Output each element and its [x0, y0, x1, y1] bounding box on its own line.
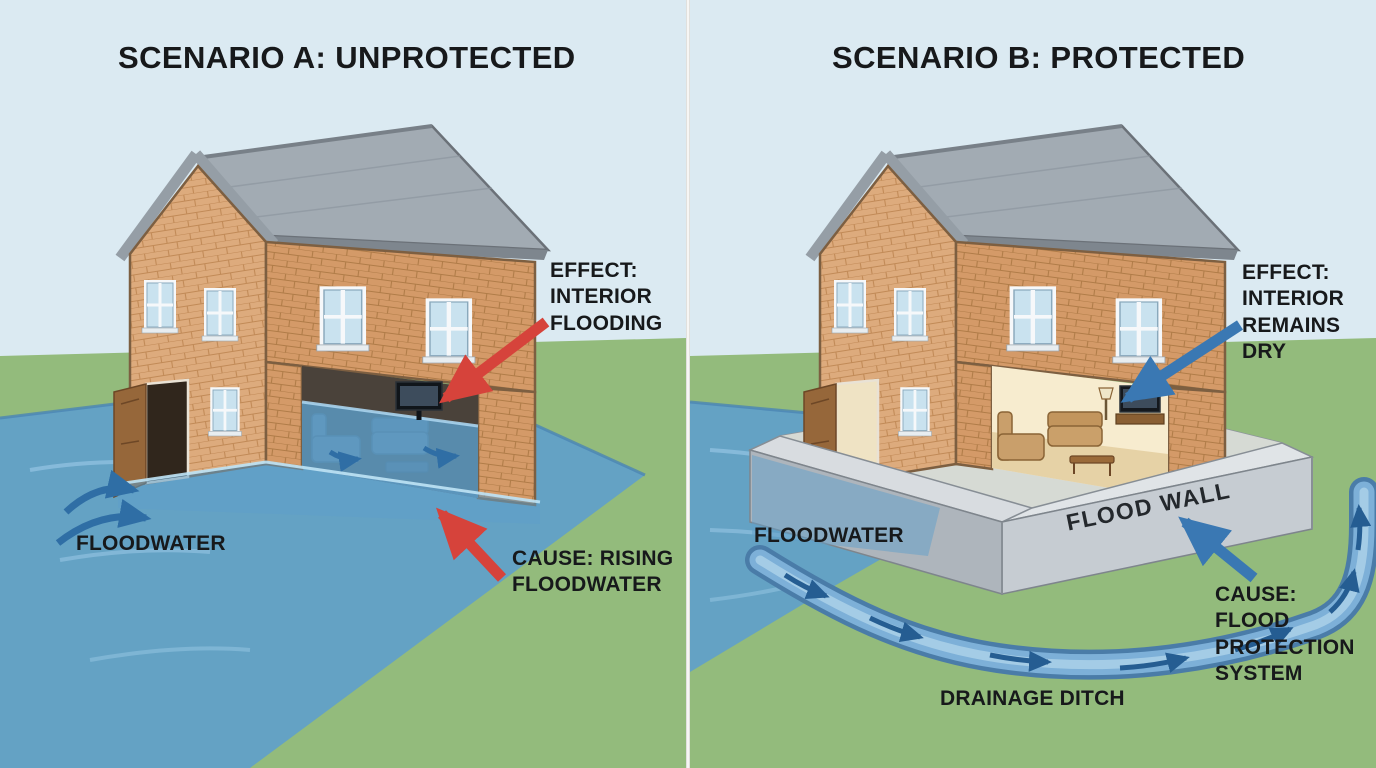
cause-label-a: CAUSE: RISING FLOODWATER	[512, 547, 674, 597]
effect-arrow-a	[438, 317, 550, 404]
roof-a	[115, 124, 552, 262]
scenario-b-title: SCENARIO B: PROTECTED	[832, 40, 1246, 75]
floodwater-label-a: FLOODWATER	[76, 532, 226, 555]
water-against-wall-b	[752, 455, 940, 556]
effect-label-b: EFFECT: INTERIOR REMAINS DRY	[1242, 261, 1344, 364]
window	[1113, 298, 1165, 363]
house-b	[803, 124, 1242, 507]
window	[830, 278, 870, 335]
panel-scenario-a: SCENARIO A: UNPROTECTED EFFECT: INTERIOR…	[0, 0, 686, 768]
drainage-ditch-b	[745, 477, 1376, 680]
scene-a-illustration	[0, 0, 686, 768]
window	[140, 278, 180, 335]
scenario-a-title: SCENARIO A: UNPROTECTED	[118, 40, 576, 75]
scene-b-illustration: FLOOD WALL	[690, 0, 1376, 768]
window	[1007, 286, 1059, 351]
window	[200, 286, 240, 343]
window	[423, 298, 475, 363]
floodwater-entry-arrows-a	[55, 469, 152, 546]
roof-b	[805, 124, 1242, 262]
side-wall-b	[954, 240, 1227, 507]
flood-wall-b: FLOOD WALL	[747, 435, 1315, 595]
effect-arrow-b	[1120, 320, 1244, 403]
drainage-ditch-label-b: DRAINAGE DITCH	[940, 687, 1125, 710]
floodwater-label-b: FLOODWATER	[754, 524, 904, 547]
cause-label-b: CAUSE: FLOOD PROTECTION SYSTEM	[1215, 583, 1355, 686]
ripple-arrow	[328, 449, 362, 473]
ripple-arrow	[422, 445, 460, 469]
window	[317, 286, 369, 351]
front-door-a	[113, 378, 190, 499]
effect-label-a: EFFECT: INTERIOR FLOODING	[550, 259, 663, 335]
cause-arrow-a	[435, 507, 507, 582]
panel-scenario-b: FLOOD WALL	[690, 0, 1376, 768]
floor-lamp-b	[1098, 387, 1114, 420]
cause-arrow-b	[1178, 516, 1258, 583]
window	[207, 385, 243, 438]
window	[890, 286, 930, 343]
ditch-flow-arrows-b	[783, 504, 1372, 673]
waterline-a	[117, 460, 541, 524]
window	[897, 385, 933, 438]
house-a	[113, 124, 552, 507]
panel-divider	[686, 0, 690, 768]
tv-a	[395, 381, 443, 420]
